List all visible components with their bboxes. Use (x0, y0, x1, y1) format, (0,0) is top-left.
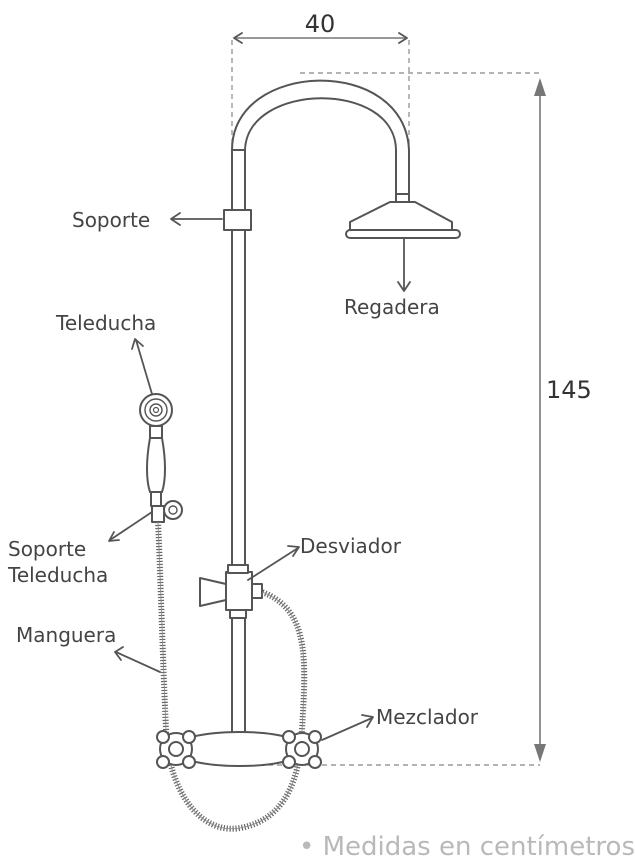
label-soporte-teleducha-line2: Teleducha (7, 563, 108, 587)
label-soporte-teleducha-line1: Soporte (8, 537, 86, 561)
width-value: 40 (305, 10, 336, 38)
mixer (156, 730, 322, 769)
label-manguera: Manguera (16, 623, 116, 647)
shower-arm (231, 79, 410, 198)
label-regadera: Regadera (344, 295, 440, 319)
callout-arrows (108, 212, 411, 741)
rain-head (345, 193, 461, 239)
support-bracket (223, 209, 252, 231)
hose (155, 521, 308, 832)
right-cross-handle (282, 730, 322, 769)
height-dimension: 145 (250, 72, 592, 766)
hand-shower (139, 393, 173, 507)
width-dimension: 40 (231, 10, 410, 195)
label-teleducha: Teleducha (55, 311, 156, 335)
diverter-valve (199, 564, 263, 619)
riser-pipe (231, 149, 246, 736)
left-cross-handle (156, 730, 196, 769)
hand-shower-holder (151, 500, 183, 523)
label-mezclador: Mezclador (376, 705, 479, 729)
label-soporte: Soporte (72, 208, 150, 232)
units-footnote: • Medidas en centímetros (298, 832, 635, 862)
height-value: 145 (546, 376, 592, 404)
label-desviador: Desviador (300, 534, 402, 558)
